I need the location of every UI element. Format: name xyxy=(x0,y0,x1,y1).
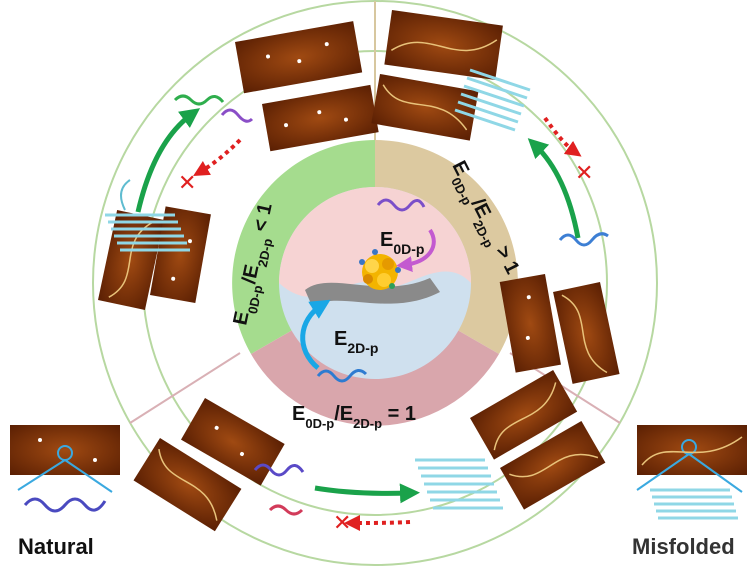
ring-divider-left xyxy=(129,352,241,424)
right-sector xyxy=(375,140,518,354)
zoom-lines xyxy=(17,453,743,493)
e2d-arrow xyxy=(300,299,331,370)
afm-image xyxy=(470,370,578,460)
green-arrows xyxy=(135,108,581,504)
fibril-models xyxy=(105,68,738,520)
misfolded-label: Misfolded xyxy=(632,534,735,559)
center-peptide-bottom xyxy=(316,369,368,383)
afm-images xyxy=(10,10,747,532)
afm-image xyxy=(371,74,479,141)
center-disc xyxy=(279,187,471,383)
peptide-left-mid xyxy=(220,108,254,123)
natural-afm-inset xyxy=(10,425,120,475)
red-arrow-right xyxy=(543,116,582,157)
red-x-right: ✕ xyxy=(575,161,593,186)
afm-image xyxy=(262,84,379,152)
afm-image xyxy=(150,206,211,303)
peptide-natural-inset xyxy=(23,497,107,513)
red-arrows: ✕ ✕ ✕ xyxy=(178,116,593,536)
afm-image xyxy=(553,282,620,384)
natural-label: Natural xyxy=(18,534,94,559)
afm-image xyxy=(384,10,503,81)
e2d-label: E2D-p xyxy=(334,328,378,356)
fibril-model-misfolded-inset xyxy=(650,488,738,520)
afm-image xyxy=(500,421,606,510)
afm-image xyxy=(181,398,285,486)
bottom-sector-label: E0D-p/E2D-p = 1 xyxy=(292,403,416,431)
nanoparticle xyxy=(359,249,401,290)
left-sector xyxy=(232,140,375,354)
afm-image xyxy=(133,438,242,532)
fibril-model-right xyxy=(454,68,531,132)
center-peptide-top xyxy=(376,198,426,212)
green-arrow-bottom xyxy=(314,483,420,504)
red-x-left: ✕ xyxy=(178,171,196,196)
peptide-right xyxy=(558,232,609,247)
e0d-arrow xyxy=(396,228,436,273)
red-x-bottom: ✕ xyxy=(333,511,351,536)
afm-image xyxy=(499,274,561,373)
green-arrow-right xyxy=(527,138,581,239)
peptide-left-top xyxy=(173,94,225,106)
peptide-bottom-left xyxy=(253,463,305,477)
misfolded-afm-inset xyxy=(637,425,747,475)
fibril-model-bottom xyxy=(415,458,503,510)
left-sector-label: E0D-p/E2D-p < 1 xyxy=(229,201,282,328)
afm-image xyxy=(235,21,363,94)
center-pink xyxy=(279,187,471,297)
peptide-bottom-left-2 xyxy=(268,504,304,516)
peptide-chains xyxy=(23,94,609,516)
e0d-label: E0D-p xyxy=(380,229,424,257)
2d-sheet xyxy=(305,278,440,306)
fibril-model-left xyxy=(105,179,190,252)
green-arrow-left xyxy=(135,108,201,213)
